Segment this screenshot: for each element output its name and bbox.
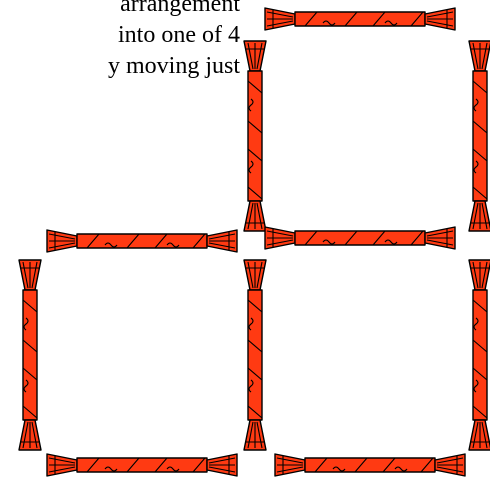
cracker-far-right-vertical [469,260,490,450]
cracker-upper-left-vertical [244,41,266,231]
cracker-bottom-left-top-horizontal [47,230,237,252]
cracker-middle-horizontal [265,227,455,249]
cracker-bottom-left-horizontal [47,454,237,476]
cracker-center-vertical [244,260,266,450]
cracker-upper-right-vertical [469,41,490,231]
cracker-far-left-vertical [19,260,41,450]
cracker-top-horizontal [265,8,455,30]
cracker-bottom-right-horizontal [275,454,465,476]
